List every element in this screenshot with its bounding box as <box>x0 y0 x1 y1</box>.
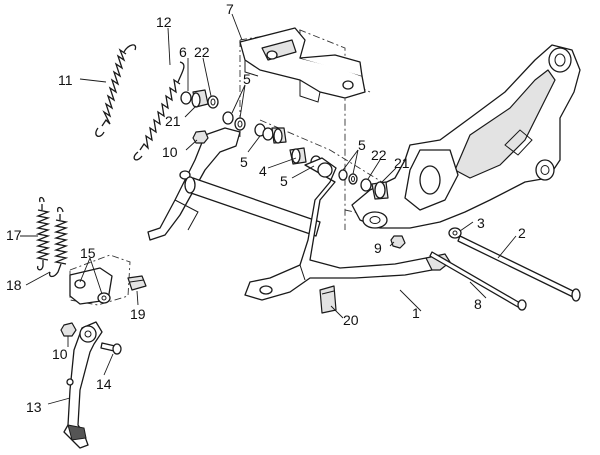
callout-2: 2 <box>518 225 526 241</box>
callout-21-left: 21 <box>165 113 181 129</box>
callout-4: 4 <box>259 163 267 179</box>
stand-bracket <box>239 27 366 103</box>
callout-19: 19 <box>130 306 146 322</box>
callout-18: 18 <box>6 277 22 293</box>
callout-13: 13 <box>26 399 42 415</box>
nut-9 <box>390 235 406 249</box>
frame-bracket <box>351 44 581 229</box>
callout-5-top: 5 <box>243 71 251 87</box>
callout-6: 6 <box>179 44 187 60</box>
bolt-8 <box>429 251 527 311</box>
callout-5-right: 5 <box>358 137 366 153</box>
spring-11 <box>95 44 137 137</box>
spring-17 <box>35 196 51 271</box>
spring-12 <box>133 61 185 161</box>
spring-18 <box>48 206 69 278</box>
callout-10-lower: 10 <box>52 346 68 362</box>
bolt-14 <box>100 342 122 355</box>
callout-3: 3 <box>477 215 485 231</box>
callout-12: 12 <box>156 14 172 30</box>
callout-21-right: 21 <box>394 155 410 171</box>
callout-22-right: 22 <box>371 147 387 163</box>
leader-lines <box>20 13 517 405</box>
callout-15: 15 <box>80 245 96 261</box>
callout-5-low: 5 <box>280 173 288 189</box>
callout-1: 1 <box>412 305 420 321</box>
side-stand-bracket <box>69 254 131 306</box>
callout-7: 7 <box>226 1 234 17</box>
washer-3 <box>448 227 462 239</box>
callout-9: 9 <box>374 240 382 256</box>
callout-5-mid: 5 <box>240 154 248 170</box>
callout-20: 20 <box>343 312 359 328</box>
callout-8: 8 <box>474 296 482 312</box>
callout-22-left: 22 <box>194 44 210 60</box>
callout-14: 14 <box>96 376 112 392</box>
bolt-2 <box>457 235 581 302</box>
callout-11: 11 <box>58 72 73 88</box>
rubber-pad-20 <box>319 285 337 314</box>
callout-labels: 1 2 3 4 5 5 5 5 6 7 8 9 10 10 11 12 13 1… <box>6 1 526 415</box>
side-stand-13 <box>63 321 103 449</box>
stand-cross-tube <box>184 176 321 237</box>
callout-10-upper: 10 <box>162 144 178 160</box>
switch-19 <box>127 275 147 291</box>
center-stand-right-leg <box>244 157 451 301</box>
nut-10-lower <box>60 322 77 337</box>
callout-17: 17 <box>6 227 22 243</box>
bushing-set-left <box>180 89 287 144</box>
